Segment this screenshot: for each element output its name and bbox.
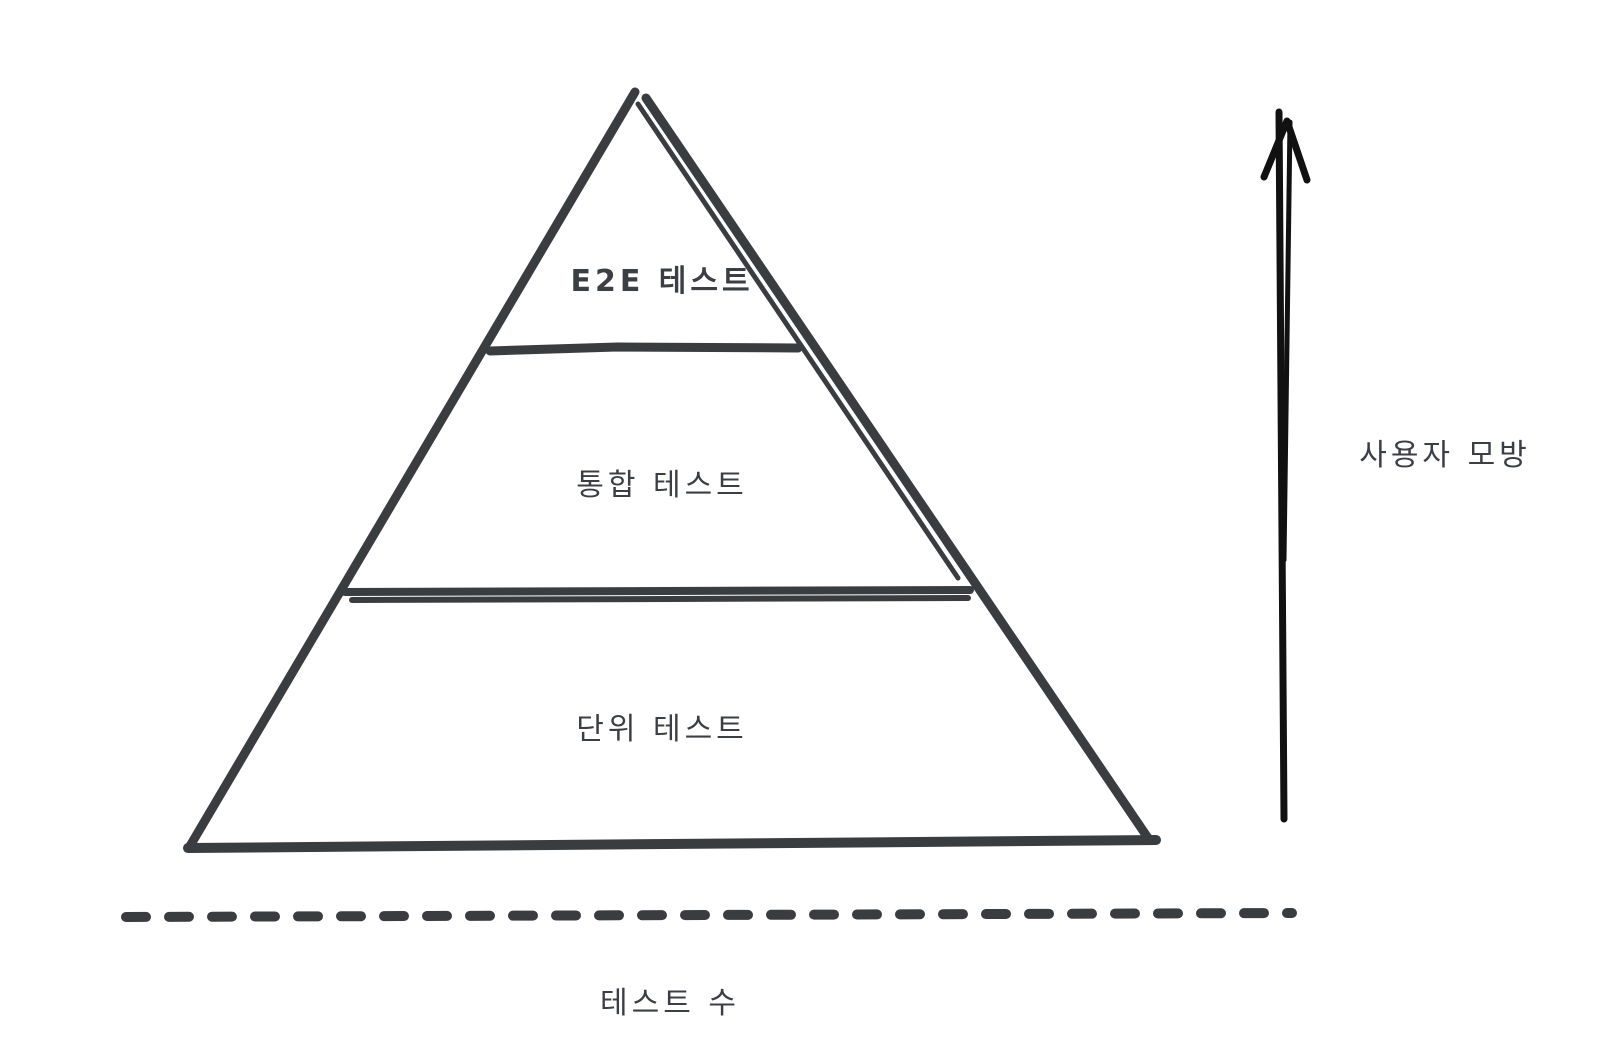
- integration-test-layer-label: 통합 테스트: [576, 468, 748, 503]
- arrow-shaft: [1275, 108, 1288, 823]
- count-axis-dashed-line: [121, 908, 1297, 922]
- test-count-label: 테스트 수: [600, 986, 740, 1021]
- pyramid-outline: [183, 87, 1161, 853]
- user-simulation-arrow: [1260, 108, 1311, 823]
- pyramid-base: [183, 835, 1161, 853]
- pyramid-right-edge: [641, 93, 1153, 843]
- divider-top: [485, 342, 803, 356]
- pyramid-right-edge-sketch: [635, 101, 961, 581]
- pyramid-left-edge: [185, 87, 640, 851]
- arrow-head-icon: [1260, 117, 1311, 184]
- e2e-test-layer-label: E2E 테스트: [570, 264, 754, 299]
- unit-test-layer-label: 단위 테스트: [576, 712, 748, 747]
- arrow-shaft-sketch: [1281, 119, 1293, 563]
- pyramid-dividers: [341, 342, 974, 603]
- user-simulation-label: 사용자 모방: [1359, 438, 1531, 473]
- divider-middle: [341, 586, 974, 596]
- divider-middle-sketch: [349, 595, 971, 603]
